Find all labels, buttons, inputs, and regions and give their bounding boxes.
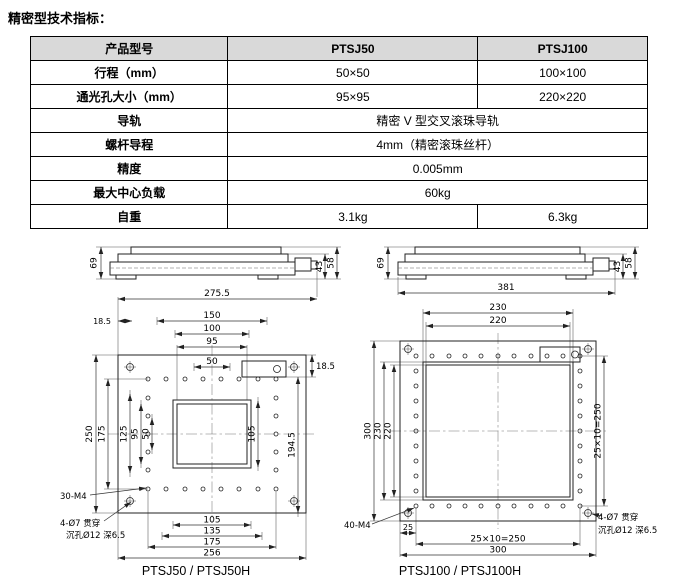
cell-value-span: 精密 V 型交叉滚珠导轨	[227, 108, 648, 133]
dim-hole-span: 125	[120, 425, 130, 442]
col-header-model: 产品型号	[29, 36, 229, 61]
dim-right-span: 194.5	[288, 432, 298, 458]
ptsj100-dimension-labels: 381 69 43 58 230 220 300 230 220 25×10=2…	[364, 257, 635, 555]
cell-value: 3.1kg	[227, 204, 479, 229]
row-label: 最大中心负载	[29, 180, 229, 205]
ptsj100-drawing: 381 69 43 58 230 220 300 230 220 25×10=2…	[344, 246, 657, 558]
ptsj50-caption: PTSJ50 / PTSJ50H	[141, 564, 251, 578]
dim-aperture-height: 95	[131, 428, 141, 439]
dim-travel: 50	[142, 428, 152, 440]
dim-offset: 18.5	[93, 317, 111, 326]
cell-value-span: 0.005mm	[227, 156, 648, 181]
ptsj100-extension-lines	[370, 246, 639, 557]
cell-value-span: 4mm（精密滚珠丝杆）	[227, 132, 648, 157]
through-hole-note: 4-Ø7 贯穿	[598, 512, 638, 523]
table-row-weight: 自重 3.1kg 6.3kg	[29, 204, 648, 229]
cell-value: 6.3kg	[477, 204, 648, 229]
row-label: 行程（mm）	[29, 60, 229, 85]
table-row-guide: 导轨 精密 V 型交叉滚珠导轨	[29, 108, 648, 133]
ptsj100-side-view	[397, 246, 616, 280]
dim-side-table-height: 43	[315, 261, 325, 272]
ptsj50-dimension-lines	[93, 247, 340, 561]
dim-bottom-span: 175	[203, 538, 220, 548]
dim-hole-span: 150	[203, 311, 220, 321]
cell-value: 220×220	[477, 84, 648, 109]
dim-plate-height: 300	[364, 422, 374, 439]
dim-aperture-width: 95	[206, 337, 217, 347]
dim-hole-pitch-right: 25×10=250	[594, 403, 604, 458]
dim-aperture-height: 220	[384, 422, 394, 439]
dim-plate-height: 250	[85, 425, 95, 442]
page-title: 精密型技术指标：	[8, 11, 113, 26]
ptsj50-extension-lines	[92, 246, 341, 560]
dim-bottom-span: 135	[203, 527, 220, 537]
dim-side-total-height: 58	[625, 257, 635, 269]
dim-travel: 50	[206, 357, 218, 367]
cell-value: 50×50	[227, 60, 479, 85]
dim-plate-width: 300	[489, 546, 506, 556]
dim-plate-width: 256	[203, 549, 220, 559]
row-label: 螺杆导程	[29, 132, 229, 157]
screw-holes-note: 30-M4	[60, 492, 87, 502]
table-row-load: 最大中心负载 60kg	[29, 180, 648, 205]
ptsj50-dimension-labels: 69 43 58 275.5 18.5 150 100 95 50 250 17…	[85, 257, 337, 558]
col-header-ptsj100: PTSJ100	[477, 36, 648, 61]
dim-hole-pitch-bottom: 25×10=250	[470, 535, 525, 545]
spec-table: 产品型号 PTSJ50 PTSJ100 行程（mm） 50×50 100×100…	[29, 36, 648, 229]
through-hole-note: 4-Ø7 贯穿	[60, 518, 100, 529]
dim-side-height: 69	[377, 257, 387, 269]
counterbore-note: 沉孔Ø12 深6.5	[66, 530, 125, 541]
cell-value: 95×95	[227, 84, 479, 109]
table-header-row: 产品型号 PTSJ50 PTSJ100	[29, 36, 648, 61]
table-row-aperture: 通光孔大小（mm） 95×95 220×220	[29, 84, 648, 109]
dim-overall-width: 275.5	[204, 289, 230, 299]
ptsj50-annotations: 30-M4 4-Ø7 贯穿 沉孔Ø12 深6.5	[60, 486, 147, 541]
table-row-lead: 螺杆导程 4mm（精密滚珠丝杆）	[29, 132, 648, 157]
dim-hole-span: 100	[203, 324, 220, 334]
dim-bottom-span: 105	[203, 516, 220, 526]
dim-hole-span: 175	[98, 425, 108, 442]
dim-side-table-height: 43	[613, 261, 623, 272]
dim-aperture-width: 220	[489, 316, 506, 326]
ptsj50-drawing: 69 43 58 275.5 18.5 150 100 95 50 250 17…	[60, 246, 341, 561]
row-label: 精度	[29, 156, 229, 181]
table-row-accuracy: 精度 0.005mm	[29, 156, 648, 181]
dim-platform-width: 230	[489, 303, 506, 313]
dim-side-height: 69	[90, 257, 100, 269]
dim-offset-right: 18.5	[316, 362, 335, 372]
cell-value-span: 60kg	[227, 180, 648, 205]
col-header-ptsj50: PTSJ50	[227, 36, 479, 61]
row-label: 自重	[29, 204, 229, 229]
row-label: 通光孔大小（mm）	[29, 84, 229, 109]
ptsj100-annotations: 40-M4 4-Ø7 贯穿 沉孔Ø12 深6.5	[344, 507, 657, 536]
ptsj100-plan-view	[390, 333, 606, 529]
row-label: 导轨	[29, 108, 229, 133]
ptsj100-dimension-lines	[371, 247, 638, 558]
table-row-travel: 行程（mm） 50×50 100×100	[29, 60, 648, 85]
ptsj100-caption: PTSJ100 / PTSJ100H	[398, 564, 522, 578]
cell-value: 100×100	[477, 60, 648, 85]
dim-hole-offset: 25	[403, 523, 413, 532]
ptsj50-side-view	[109, 246, 318, 280]
counterbore-note: 沉孔Ø12 深6.5	[598, 525, 657, 536]
dim-right-span: 105	[248, 425, 258, 442]
dim-platform-height: 230	[374, 422, 384, 439]
screw-holes-note: 40-M4	[344, 521, 371, 531]
dim-side-total-height: 58	[327, 257, 337, 269]
dim-overall-width: 381	[497, 283, 514, 293]
